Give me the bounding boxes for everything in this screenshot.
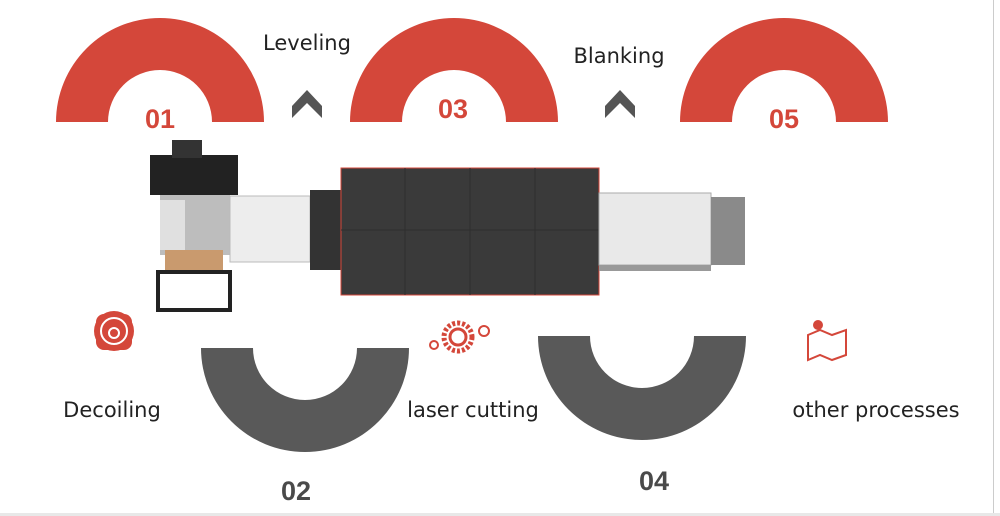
arc-04 [538,336,746,440]
gears-icon [429,320,490,354]
step-label-laser-cutting: laser cutting [407,398,539,422]
bottom-border [0,513,1000,516]
motor-icon [94,311,134,351]
step-number-01: 01 [144,104,176,134]
step-label-decoiling: Decoiling [63,398,161,422]
arc-02 [201,348,409,452]
step-number-02: 02 [280,476,312,506]
step-number-05: 05 [768,104,800,134]
step-number-04: 04 [638,466,670,496]
chevron-up-icon [605,90,635,118]
step-number-03: 03 [437,94,469,124]
step-label-leveling: Leveling [263,31,351,55]
machine-image [150,140,745,312]
step-label-blanking: Blanking [573,44,665,68]
step-label-other-processes: other processes [792,398,960,422]
map-icon [807,320,847,362]
arc-05 [680,18,888,122]
arc-03 [350,18,558,122]
right-border [993,0,994,516]
arc-01 [56,18,264,122]
chevron-up-icon [292,90,322,118]
